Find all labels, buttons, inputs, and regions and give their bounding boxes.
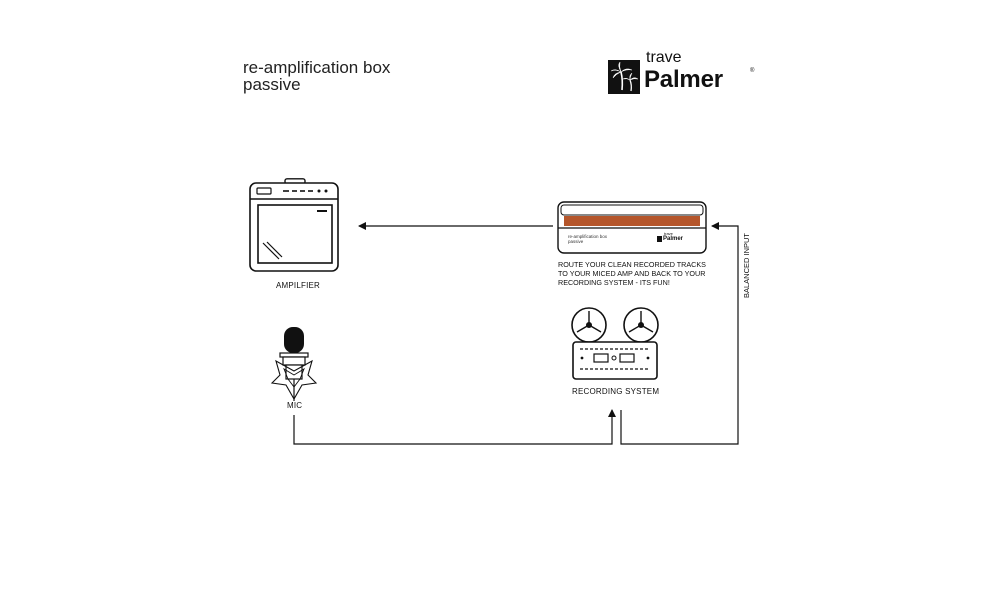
palm-tree-icon bbox=[608, 60, 640, 94]
reamp-box-face-subtitle: passive bbox=[568, 239, 584, 244]
microphone-icon bbox=[268, 325, 320, 403]
amplifier-label: AMPILFIER bbox=[276, 281, 321, 290]
recording-system-label: RECORDING SYSTEM bbox=[572, 387, 660, 396]
reamp-box-accent-stripe bbox=[564, 216, 700, 226]
logo-small-text: trave bbox=[646, 49, 682, 66]
logo-brand: Palmer bbox=[644, 66, 723, 93]
reamp-box-device bbox=[557, 201, 707, 254]
diagram-title: re-amplification box bbox=[243, 58, 391, 77]
mic-to-recording-arrow bbox=[293, 409, 616, 445]
reamp-box-palm-icon bbox=[657, 236, 662, 242]
diagram-subtitle: passive bbox=[243, 75, 301, 94]
mic-label: MIC bbox=[287, 401, 303, 410]
reamp-description-line-3: RECORDING SYSTEM - ITS FUN! bbox=[558, 278, 670, 287]
logo-registered-mark: ® bbox=[750, 68, 755, 74]
reamp-description-line-1: ROUTE YOUR CLEAN RECORDED TRACKS bbox=[558, 260, 706, 269]
reamp-box-face-title: re-amplification box bbox=[568, 234, 608, 239]
amplifier-icon bbox=[249, 178, 341, 274]
reamp-box-brand: Palmer bbox=[663, 236, 684, 242]
reamp-box-brand-small: trave bbox=[664, 231, 673, 236]
reamp-description-line-2: TO YOUR MICED AMP AND BACK TO YOUR bbox=[558, 269, 706, 278]
tape-recorder-icon bbox=[568, 305, 662, 381]
recording-to-reamp-arrow bbox=[620, 222, 739, 445]
balanced-input-label: BALANCED INPUT bbox=[742, 232, 751, 298]
